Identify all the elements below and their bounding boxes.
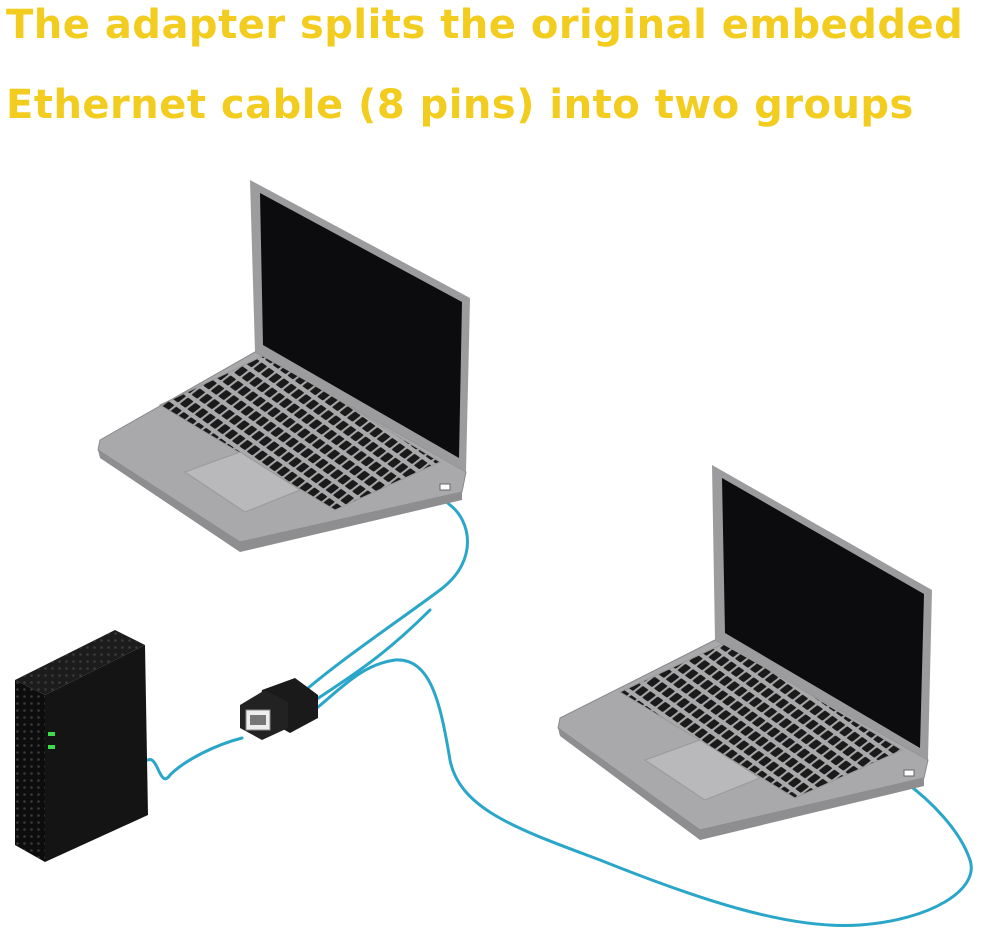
laptop-1 [97, 180, 470, 552]
laptop-1-screen [260, 193, 462, 458]
router-led-power [48, 732, 55, 736]
router-front [45, 645, 148, 862]
caption-line-1: The adapter splits the original embedded [6, 2, 964, 48]
laptop-1-ethernet-port [439, 483, 451, 491]
laptop-2-screen [722, 478, 924, 748]
cable-adapter-to-laptop-1-b [306, 608, 432, 707]
router [15, 630, 148, 862]
laptop-1-trackpad [183, 451, 302, 513]
router-led-lan [48, 745, 55, 749]
cable-router-to-adapter [146, 736, 244, 781]
laptop-2 [557, 465, 932, 840]
caption-line-2: Ethernet cable (8 pins) into two groups [6, 82, 914, 128]
laptop-2-ethernet-port [903, 769, 915, 777]
cable-adapter-to-laptop-2 [310, 658, 973, 928]
rj45-splitter-adapter [240, 678, 318, 740]
laptop-2-trackpad [643, 739, 762, 801]
